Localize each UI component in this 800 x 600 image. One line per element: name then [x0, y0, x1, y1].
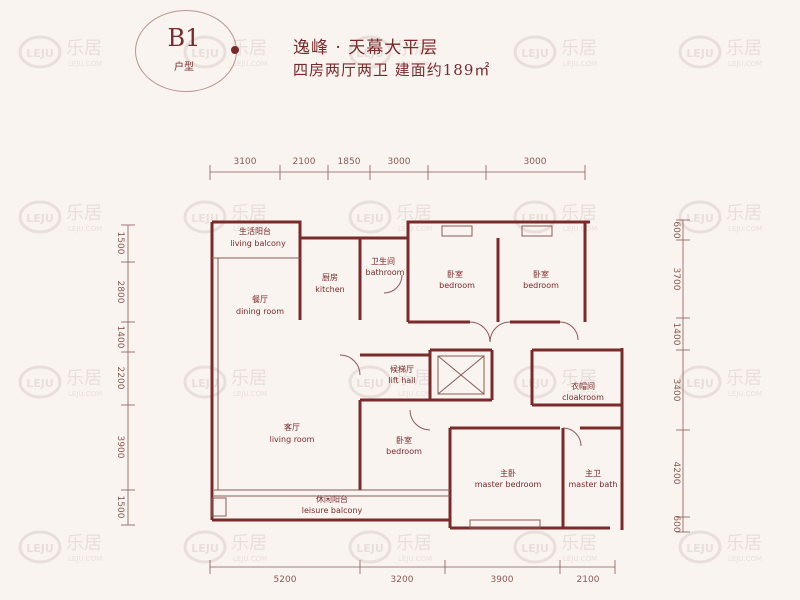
unit-type-label: 户型: [174, 62, 194, 73]
thin-lines: [211, 225, 582, 529]
dim-top-4: 3000: [388, 157, 411, 167]
room-labels: 生活阳台 living balcony 厨房 kitchen 卫生间 bathr…: [230, 226, 617, 515]
dim-bottom-3: 3900: [491, 575, 514, 585]
dim-left-4: 2200: [115, 367, 125, 390]
unit-code: B1: [167, 24, 201, 52]
room-master-bath-cn: 主卫: [585, 468, 601, 478]
dim-left-1: 1500: [115, 232, 125, 255]
dim-top-2: 2100: [293, 157, 316, 167]
room-master-bedroom-cn: 主卧: [500, 468, 516, 478]
dim-left-3: 1400: [115, 326, 125, 349]
room-leisure-balcony-en: leisure balcony: [302, 506, 363, 515]
dimension-labels: 3100 2100 1850 3000 3000 5200 3200 3900 …: [115, 157, 681, 585]
room-bedroom3-cn: 卧室: [396, 435, 412, 445]
layout-summary: 四房两厅两卫 建面约189㎡: [293, 61, 491, 79]
room-bedroom2-cn: 卧室: [533, 269, 549, 279]
dim-right-6: 600: [671, 515, 681, 532]
room-leisure-balcony-cn: 休闲阳台: [316, 494, 348, 504]
dim-bottom-2: 3200: [391, 575, 414, 585]
dim-right-2: 3700: [671, 268, 681, 291]
dim-bottom-4: 2100: [577, 575, 600, 585]
room-bedroom1-en: bedroom: [439, 281, 475, 290]
room-bedroom1-cn: 卧室: [447, 269, 463, 279]
room-bedroom2-en: bedroom: [523, 281, 559, 290]
dim-top-3: 1850: [338, 157, 361, 167]
dim-right-5: 4200: [671, 462, 681, 485]
room-lift-hall-en: lift hall: [388, 376, 415, 385]
room-living-balcony-cn: 生活阳台: [239, 226, 271, 236]
dim-right-3: 1400: [671, 323, 681, 346]
room-living-balcony-en: living balcony: [230, 239, 286, 248]
room-dining-cn: 餐厅: [252, 295, 268, 304]
dim-right-1: 600: [671, 221, 681, 238]
room-kitchen-cn: 厨房: [322, 272, 338, 282]
room-dining-en: dining room: [236, 307, 284, 316]
dim-top-1: 3100: [234, 157, 257, 167]
room-bedroom3-en: bedroom: [386, 447, 422, 456]
room-living-en: living room: [270, 435, 315, 444]
room-living-cn: 客厅: [284, 422, 300, 432]
walls: [210, 220, 624, 530]
room-master-bedroom-en: master bedroom: [475, 480, 542, 489]
room-bathroom-en: bathroom: [366, 268, 405, 277]
dim-bottom-1: 5200: [274, 575, 297, 585]
room-master-bath-en: master bath: [569, 480, 618, 489]
project-title: 逸峰 · 天幕大平层: [293, 38, 439, 58]
room-bathroom-cn: 卫生间: [371, 256, 395, 266]
room-cloakroom-cn: 衣帽间: [571, 381, 595, 391]
dim-left-5: 3900: [115, 436, 125, 459]
dim-left-6: 1500: [115, 496, 125, 519]
room-cloakroom-en: cloakroom: [562, 393, 604, 402]
room-kitchen-en: kitchen: [315, 285, 344, 294]
dim-left-2: 2800: [115, 281, 125, 304]
room-lift-hall-cn: 候梯厅: [390, 364, 414, 374]
badge-dot: [231, 46, 239, 54]
dim-right-4: 3400: [671, 379, 681, 402]
dimension-lines: [121, 165, 690, 574]
dim-top-5: 3000: [524, 157, 547, 167]
